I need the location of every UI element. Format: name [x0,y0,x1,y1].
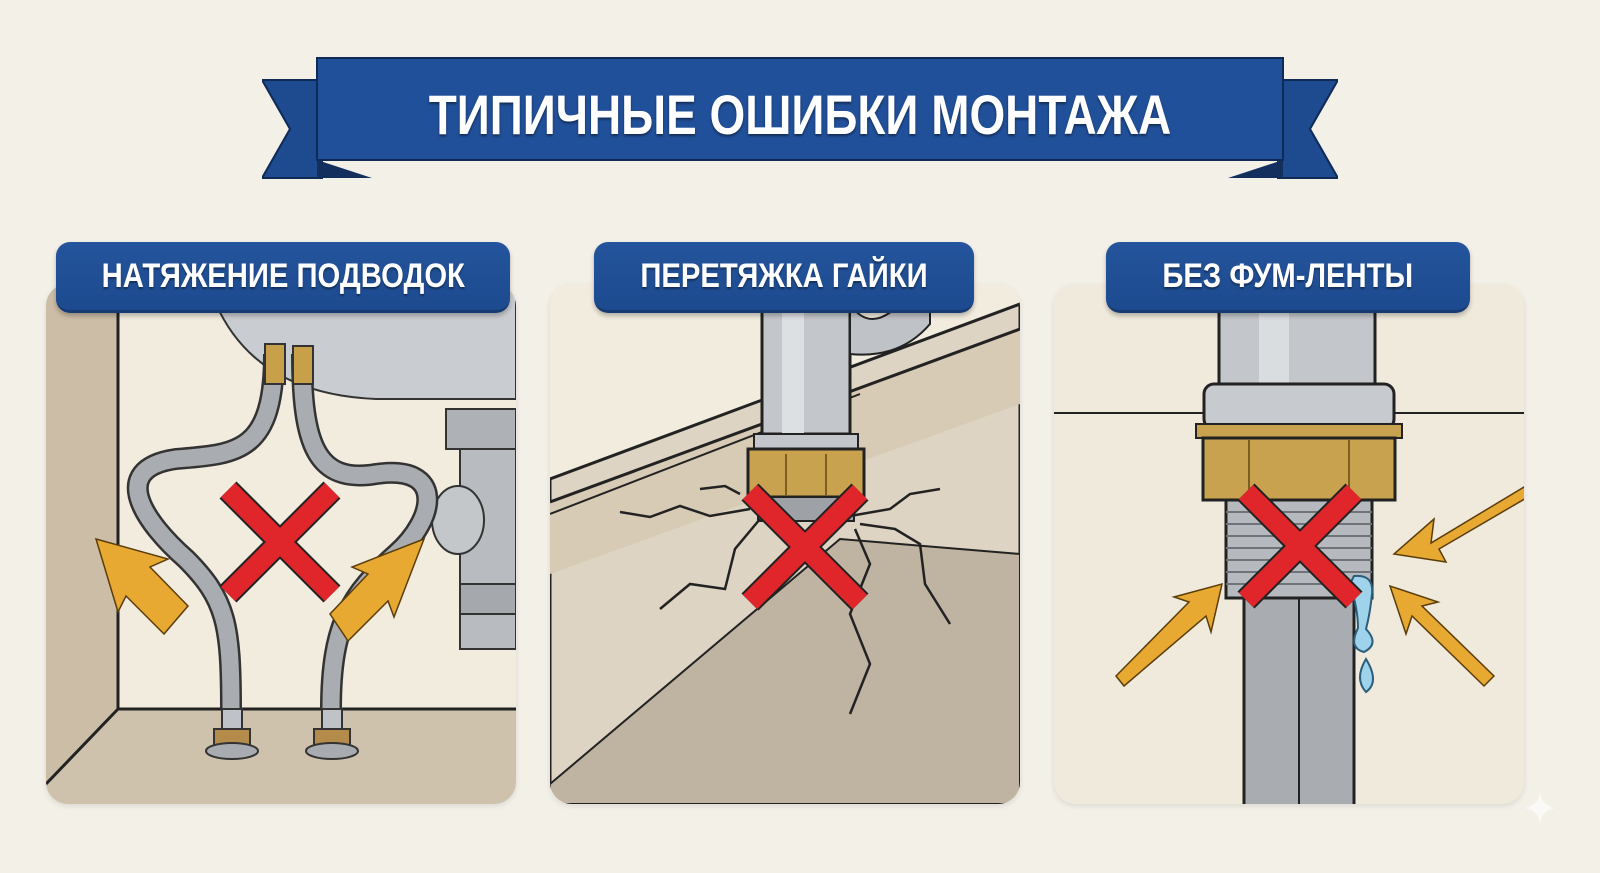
red-x-icon [741,483,869,611]
panel-label-no-ptfe-tape: БЕЗ ФУМ-ЛЕНТЫ [1106,242,1470,313]
crack-lines [619,484,952,715]
title-banner: ТИПИЧНЫЕ ОШИБКИ МОНТАЖА [262,55,1338,185]
ribbon-shape [262,57,1338,179]
hose-tension-illustration [46,284,516,804]
panel-hose-tension [46,284,516,804]
sparkle-icon [1524,792,1556,824]
panel-no-ptfe-tape [1054,284,1524,804]
panel-label-overtightened-nut: ПЕРЕТЯЖКА ГАЙКИ [594,242,974,313]
arrow-icon [94,537,426,643]
overtightened-nut-illustration [550,284,1020,804]
arrow-icon [1114,486,1524,688]
red-x-icon [219,481,341,603]
page-title: ТИПИЧНЫЕ ОШИБКИ МОНТАЖА [428,82,1172,146]
panel-overtightened-nut [550,284,1020,804]
no-ptfe-tape-illustration [1054,284,1524,804]
red-x-icon [1237,483,1363,609]
panel-label-hose-tension: НАТЯЖЕНИЕ ПОДВОДОК [56,242,510,313]
